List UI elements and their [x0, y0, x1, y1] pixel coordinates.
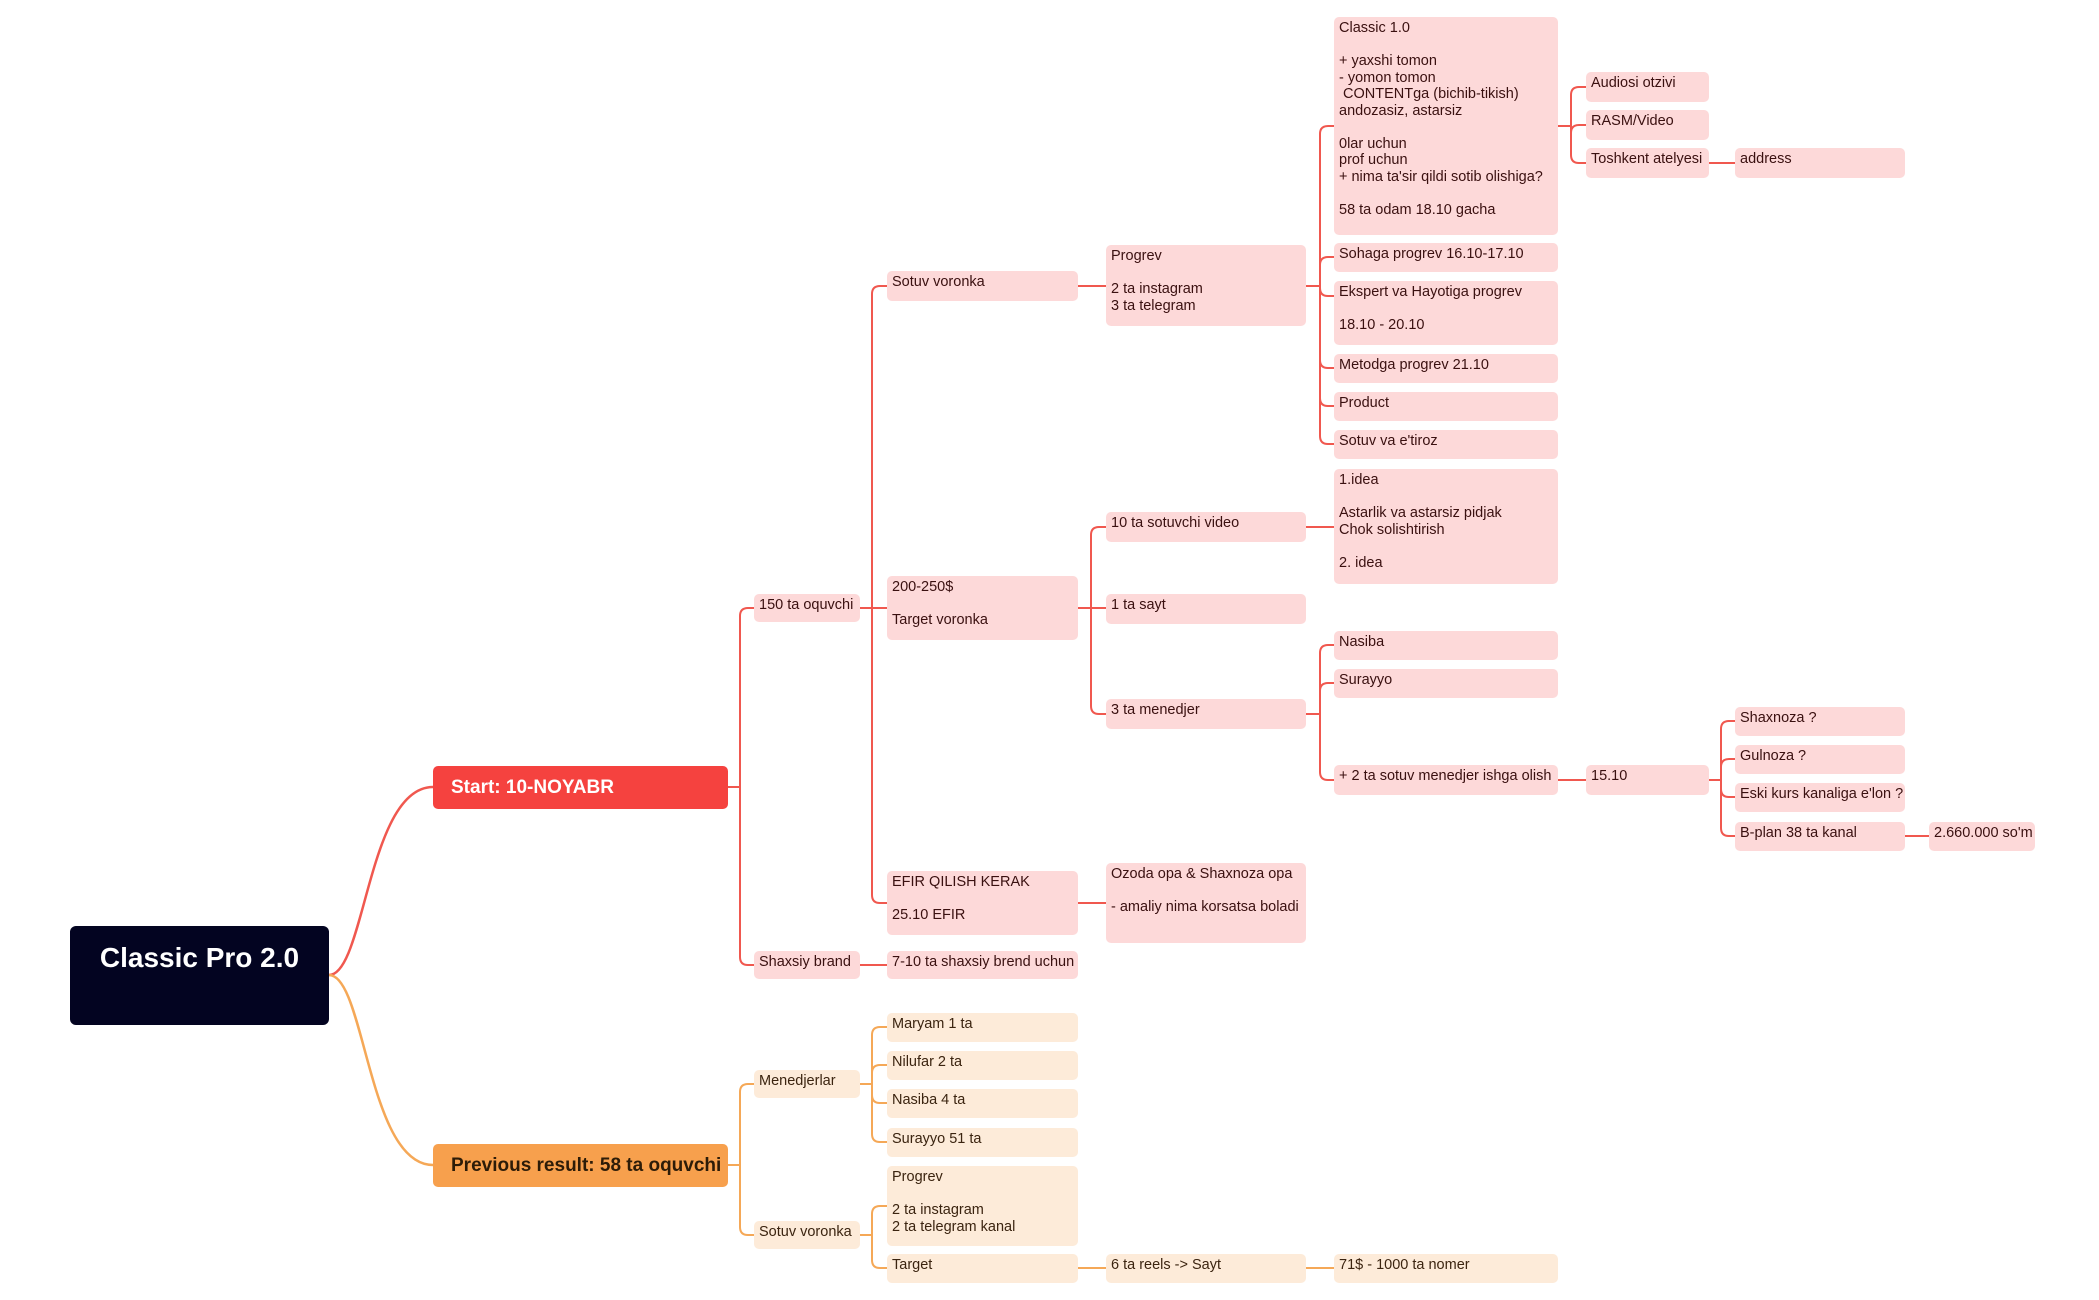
node-target[interactable]: Target	[887, 1254, 1078, 1283]
node-shaxnoza[interactable]: Shaxnoza ?	[1735, 707, 1905, 736]
connector-branch	[1720, 779, 1736, 837]
connector-branch	[1319, 285, 1335, 445]
connector-branch	[1570, 124, 1587, 134]
node-progrev[interactable]: Progrev 2 ta instagram 3 ta telegram	[1106, 245, 1306, 326]
connector-branch	[1720, 758, 1736, 781]
connector-branch	[739, 607, 755, 788]
connector-branch	[1319, 713, 1335, 781]
node-metodga-progrev[interactable]: Metodga progrev 21.10	[1334, 354, 1558, 383]
start-node[interactable]: Start: 10-NOYABR	[433, 766, 728, 809]
node-gulnoza[interactable]: Gulnoza ?	[1735, 745, 1905, 774]
connector-branch	[1319, 644, 1335, 715]
connector-branch	[871, 1083, 888, 1143]
node-ekspert-progrev[interactable]: Ekspert va Hayotiga progrev 18.10 - 20.1…	[1334, 281, 1558, 345]
connector-branch	[1319, 285, 1335, 369]
node-reels[interactable]: 6 ta reels -> Sayt	[1106, 1254, 1306, 1283]
connector-branch	[871, 285, 888, 609]
connector-branch	[1720, 779, 1736, 798]
node-surayyo[interactable]: Surayyo	[1334, 669, 1558, 698]
connector-branch	[871, 1083, 888, 1104]
connector-branch	[1720, 720, 1736, 781]
connector-branch	[871, 1064, 888, 1085]
node-date-15-10[interactable]: 15.10	[1586, 765, 1709, 795]
node-toshkent-atelyesi[interactable]: Toshkent atelyesi	[1586, 148, 1709, 178]
node-summa[interactable]: 2.660.000 so'm	[1929, 822, 2035, 851]
connector-branch	[739, 786, 755, 966]
node-sohaga-progrev[interactable]: Sohaga progrev 16.10-17.10	[1334, 243, 1558, 272]
node-shaxsiy-brend-uchun[interactable]: 7-10 ta shaxsiy brend uchun	[887, 951, 1078, 979]
connector-branch	[1090, 526, 1107, 609]
connector-branch	[871, 1234, 888, 1269]
node-sotuv-voronka-2[interactable]: Sotuv voronka	[754, 1221, 860, 1249]
node-audiosi-otzivi[interactable]: Audiosi otzivi	[1586, 72, 1709, 102]
node-sotuv-voronka[interactable]: Sotuv voronka	[887, 271, 1078, 301]
connector-branch	[871, 607, 888, 904]
root-to-previous-curve	[327, 973, 435, 1167]
node-nomer[interactable]: 71$ - 1000 ta nomer	[1334, 1254, 1558, 1283]
root-node[interactable]: Classic Pro 2.0	[70, 926, 329, 1025]
connector-branch	[1319, 125, 1335, 287]
node-shaxsiy-brand[interactable]: Shaxsiy brand	[754, 951, 860, 979]
node-ideas[interactable]: 1.idea Astarlik va astarsiz pidjak Chok …	[1334, 469, 1558, 584]
node-10-ta-sotuvchi-video[interactable]: 10 ta sotuvchi video	[1106, 512, 1306, 542]
node-surayyo-51[interactable]: Surayyo 51 ta	[887, 1128, 1078, 1157]
connector-branch	[1319, 682, 1335, 715]
node-3-ta-menedjer[interactable]: 3 ta menedjer	[1106, 699, 1306, 729]
node-nasiba-4[interactable]: Nasiba 4 ta	[887, 1089, 1078, 1118]
node-product[interactable]: Product	[1334, 392, 1558, 421]
node-eski-kurs[interactable]: Eski kurs kanaliga e'lon ?	[1735, 783, 1905, 812]
connector-branch	[1570, 86, 1587, 127]
node-efir[interactable]: EFIR QILISH KERAK 25.10 EFIR	[887, 871, 1078, 935]
connector-branch	[1319, 285, 1335, 407]
connector-branch	[1570, 125, 1587, 164]
node-progrev-2[interactable]: Progrev 2 ta instagram 2 ta telegram kan…	[887, 1166, 1078, 1246]
node-maryam[interactable]: Maryam 1 ta	[887, 1013, 1078, 1042]
node-menedjerlar[interactable]: Menedjerlar	[754, 1070, 860, 1098]
connector-branch	[1319, 285, 1335, 297]
connector-branch	[1319, 256, 1335, 287]
node-nasiba[interactable]: Nasiba	[1334, 631, 1558, 660]
node-classic-1-0[interactable]: Classic 1.0 + yaxshi tomon - yomon tomon…	[1334, 17, 1558, 235]
root-to-start-curve	[327, 785, 435, 977]
connector-branch	[871, 1026, 888, 1085]
connector-branch	[1090, 607, 1107, 715]
previous-result-node[interactable]: Previous result: 58 ta oquvchi	[433, 1144, 728, 1187]
node-target-voronka[interactable]: 200-250$ Target voronka	[887, 576, 1078, 640]
node-ozoda-opa[interactable]: Ozoda opa & Shaxnoza opa - amaliy nima k…	[1106, 863, 1306, 943]
node-b-plan[interactable]: B-plan 38 ta kanal	[1735, 822, 1905, 851]
node-nilufar[interactable]: Nilufar 2 ta	[887, 1051, 1078, 1080]
connector-branch	[739, 1083, 755, 1166]
node-1-ta-sayt[interactable]: 1 ta sayt	[1106, 594, 1306, 624]
connector-branch	[739, 1164, 755, 1236]
node-150-ta-oquvchi[interactable]: 150 ta oquvchi	[754, 594, 860, 622]
node-rasm-video[interactable]: RASM/Video	[1586, 110, 1709, 140]
node-sotuv-va-etiroz[interactable]: Sotuv va e'tiroz	[1334, 430, 1558, 459]
connector-branch	[871, 1205, 888, 1236]
node-plus-2-menedjer[interactable]: + 2 ta sotuv menedjer ishga olish	[1334, 765, 1558, 795]
node-address[interactable]: address	[1735, 148, 1905, 178]
